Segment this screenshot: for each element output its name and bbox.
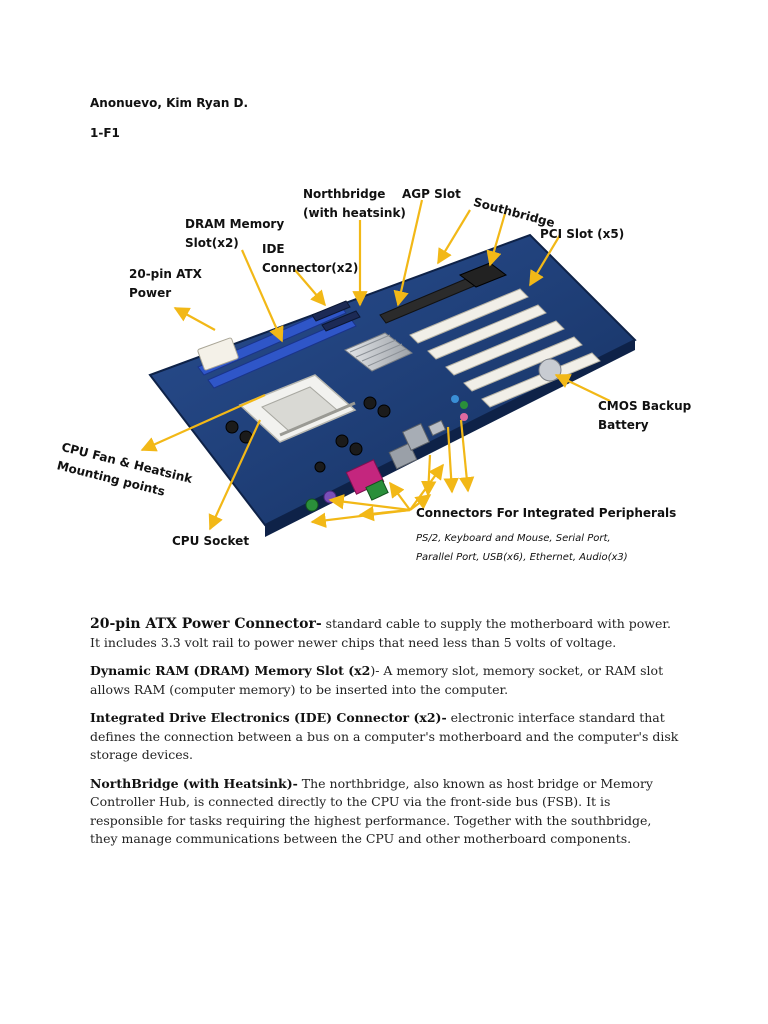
dimm-slot-2 bbox=[207, 317, 357, 389]
cmos-battery bbox=[538, 358, 562, 382]
label-northbridge: Northbridge (with heatsink) bbox=[303, 187, 406, 220]
label-cmos-battery: CMOS Backup Battery bbox=[598, 399, 692, 432]
definition-text: )- A memory slot, memory socket, or RAM … bbox=[90, 663, 664, 697]
label-cpu-socket: CPU Socket bbox=[172, 534, 250, 548]
pci-slots bbox=[409, 288, 601, 408]
io-back-panel bbox=[305, 395, 468, 512]
label-pci-slot: PCI Slot (x5) bbox=[540, 227, 625, 241]
label-ide-connector: IDE Connector(x2) bbox=[262, 242, 359, 275]
motherboard-diagram bbox=[140, 199, 637, 537]
definition-term: Integrated Drive Electronics (IDE) Conne… bbox=[90, 710, 447, 725]
label-dram-slot: DRAM Memory Slot(x2) bbox=[185, 217, 285, 250]
definition-term: 20-pin ATX Power Connector- bbox=[90, 616, 322, 632]
definition-dram: Dynamic RAM (DRAM) Memory Slot (x2)- A m… bbox=[90, 662, 680, 699]
capacitors bbox=[225, 396, 391, 473]
definition-term: NorthBridge (with Heatsink)- bbox=[90, 775, 298, 791]
ide-connector-1 bbox=[311, 300, 351, 322]
label-agp-slot: AGP Slot bbox=[402, 187, 461, 201]
definition-term: Dynamic RAM (DRAM) Memory Slot (x2 bbox=[90, 663, 371, 678]
northbridge-heatsink bbox=[344, 332, 413, 372]
southbridge-chip bbox=[458, 262, 508, 288]
label-connectors: Connectors For Integrated Peripherals bbox=[416, 506, 677, 520]
definition-text: electronic interface standard that defin… bbox=[90, 710, 679, 762]
cpu-socket bbox=[238, 374, 357, 443]
ide-connector-2 bbox=[321, 310, 361, 332]
section-code: 1-F1 bbox=[90, 126, 120, 140]
definition-atx-power: 20-pin ATX Power Connector- standard cab… bbox=[90, 615, 680, 652]
label-atx-power: 20-pin ATX Power bbox=[129, 267, 202, 300]
callout-arrows bbox=[140, 199, 611, 531]
definition-ide: Integrated Drive Electronics (IDE) Conne… bbox=[90, 709, 680, 765]
label-connectors-detail: PS/2, Keyboard and Mouse, Serial Port, P… bbox=[416, 533, 628, 563]
definitions-list: 20-pin ATX Power Connector- standard cab… bbox=[90, 615, 680, 859]
definition-text: standard cable to supply the motherboard… bbox=[90, 616, 671, 650]
definition-northbridge: NorthBridge (with Heatsink)- The northbr… bbox=[90, 775, 680, 849]
author-name: Anonuevo, Kim Ryan D. bbox=[90, 96, 249, 110]
atx-power-connector bbox=[197, 337, 239, 371]
motherboard-figure: Northbridge (with heatsink) AGP Slot Sou… bbox=[50, 165, 700, 585]
definition-text: The northbridge, also known as host brid… bbox=[90, 775, 653, 847]
